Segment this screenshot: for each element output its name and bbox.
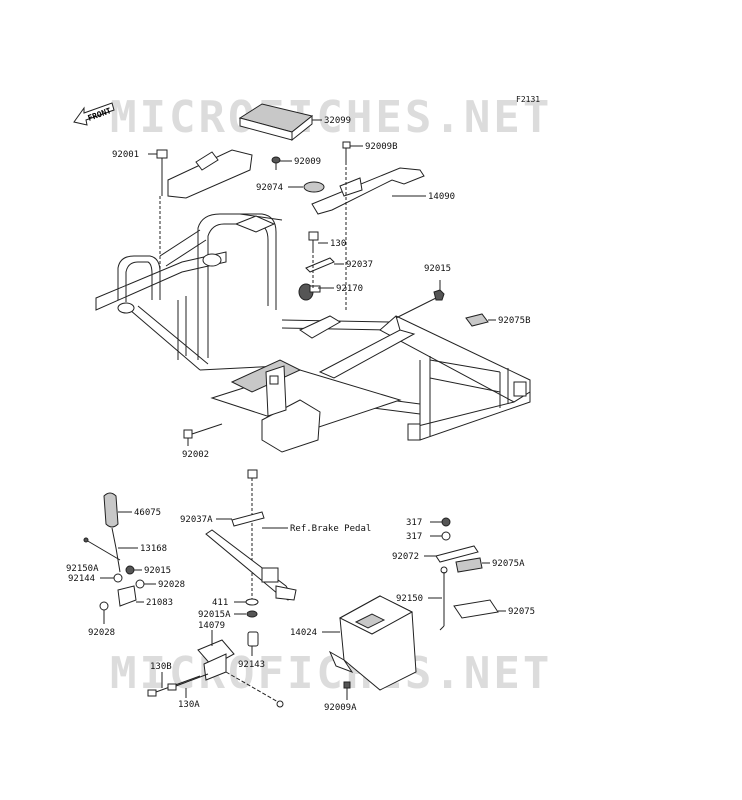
collar-92143: [247, 631, 259, 647]
bolt-92002: [183, 423, 223, 439]
label-130a: 130A: [178, 700, 200, 710]
cover-plate-14090: [311, 167, 425, 215]
label-92015-left: 92015: [144, 566, 172, 576]
label-46075: 46075: [134, 508, 162, 518]
collar-92037: [305, 257, 335, 273]
front-arrow-icon: [73, 102, 115, 126]
label-317-a: 317: [406, 518, 423, 528]
bolt-92001: [156, 149, 168, 280]
label-92009a: 92009A: [324, 703, 357, 713]
rod-92150: [439, 566, 448, 631]
pad-92075b: [465, 313, 489, 327]
label-411: 411: [212, 598, 229, 608]
label-92002: 92002: [182, 450, 210, 460]
label-92037: 92037: [346, 260, 374, 270]
label-13168: 13168: [140, 544, 168, 554]
clip-317-b: [441, 531, 451, 541]
washer-92144: [113, 573, 123, 583]
label-92150a: 92150A: [66, 564, 99, 574]
clamp-92170: [298, 283, 321, 301]
bolt-upper-center: [247, 469, 258, 600]
label-ref-brake-pedal: Ref.Brake Pedal: [290, 524, 372, 534]
bracket-21083: [117, 585, 137, 607]
bracket-14079: [197, 630, 235, 681]
label-92170: 92170: [336, 284, 364, 294]
bolt-130b: [147, 675, 201, 697]
pad-92075: [453, 599, 499, 619]
screw-92009a: [343, 681, 351, 700]
label-32099: 32099: [324, 116, 352, 126]
watermark-bottom: MICROFICHES.NET: [110, 648, 553, 699]
bolt-130a: [167, 673, 209, 691]
seat-plate-32099: [238, 103, 314, 142]
bolt-130: [308, 231, 319, 250]
label-14079: 14079: [198, 621, 226, 631]
collar-92028-b: [99, 601, 109, 611]
plate-92072: [435, 545, 479, 563]
label-92015a: 92015A: [198, 610, 231, 620]
label-92028-a: 92028: [158, 580, 186, 590]
label-92075: 92075: [508, 607, 536, 617]
label-92009: 92009: [294, 157, 322, 167]
label-92075b: 92075B: [498, 316, 531, 326]
knob-46075: [103, 492, 119, 528]
label-92143: 92143: [238, 660, 266, 670]
label-92075a: 92075A: [492, 559, 525, 569]
brake-lever-arm: [205, 529, 297, 601]
label-92074: 92074: [256, 183, 284, 193]
label-92015-top: 92015: [424, 264, 452, 274]
label-92001: 92001: [112, 150, 140, 160]
label-92072: 92072: [392, 552, 420, 562]
label-130: 130: [330, 239, 347, 249]
frame-main: [95, 162, 531, 453]
label-92009b: 92009B: [365, 142, 398, 152]
lever-13168: [111, 527, 121, 573]
label-92028-b: 92028: [88, 628, 116, 638]
label-14024: 14024: [290, 628, 318, 638]
label-130b: 130B: [150, 662, 172, 672]
label-21083: 21083: [146, 598, 174, 608]
label-14090: 14090: [428, 192, 456, 202]
collar-92028-a: [135, 579, 145, 589]
nut-92015a: [246, 610, 258, 618]
screw-92009: [271, 156, 281, 170]
label-92037a: 92037A: [180, 515, 213, 525]
clip-317-a: [441, 517, 451, 527]
label-317-b: 317: [406, 532, 423, 542]
pin-411: [245, 598, 259, 606]
label-92144: 92144: [68, 574, 96, 584]
grommet-92074: [303, 181, 325, 193]
screw-92009b: [342, 141, 351, 162]
cover-14024: [328, 595, 417, 691]
pad-92075a: [455, 557, 483, 573]
label-92150: 92150: [396, 594, 424, 604]
watermark-top: MICROFICHES.NET: [110, 92, 553, 143]
collar-92037a: [231, 511, 265, 527]
diagram-code: F2131: [516, 95, 541, 104]
pin-92150a: [83, 537, 121, 561]
nut-92015-left: [125, 565, 135, 575]
bracket-top: [167, 149, 253, 199]
